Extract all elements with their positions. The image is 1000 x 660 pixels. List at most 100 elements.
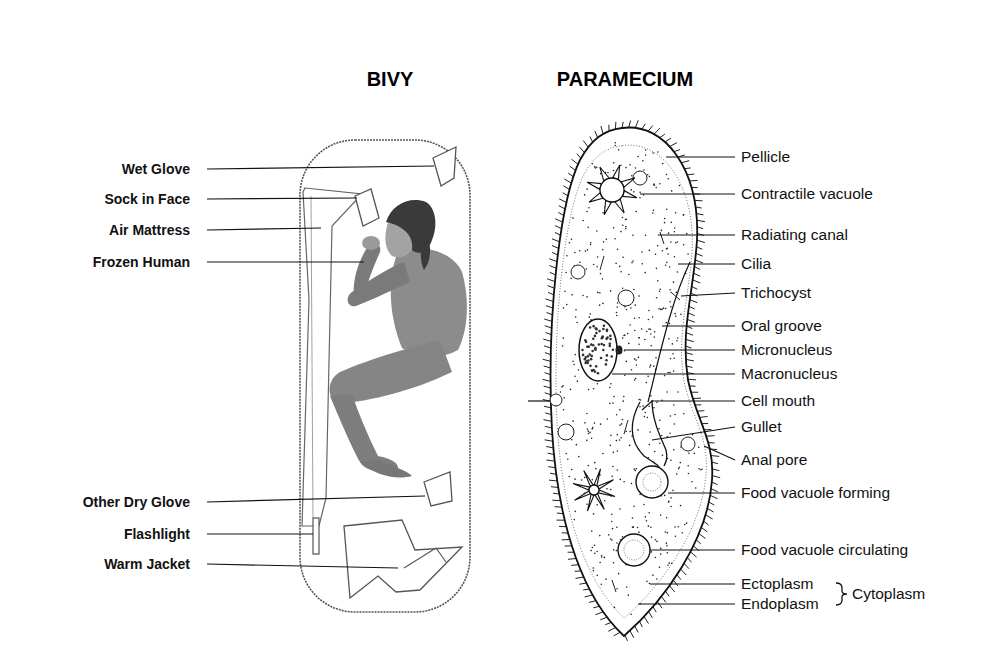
cilium xyxy=(712,476,720,478)
stipple-dot xyxy=(632,234,634,236)
stipple-dot xyxy=(659,420,661,422)
dry-glove xyxy=(424,472,452,506)
stipple-dot xyxy=(661,230,663,232)
cilium xyxy=(615,122,616,129)
stipple-dot xyxy=(572,360,574,362)
cilium xyxy=(557,520,565,521)
stipple-dot xyxy=(614,607,616,609)
stipple-dot xyxy=(592,163,594,165)
stipple-dot xyxy=(626,309,628,311)
chromatin-dot xyxy=(595,327,598,330)
stipple-dot xyxy=(639,406,641,408)
stipple-dot xyxy=(617,302,619,304)
stipple-dot xyxy=(638,399,640,401)
food-vacuole xyxy=(618,534,650,566)
cilium xyxy=(548,286,555,289)
stipple-dot xyxy=(565,453,567,455)
stipple-dot xyxy=(655,557,657,559)
cilium xyxy=(699,416,707,418)
stipple-dot xyxy=(589,313,591,315)
stipple-dot xyxy=(649,366,651,368)
stipple-dot xyxy=(635,167,637,169)
stipple-dot xyxy=(596,266,598,268)
stipple-dot xyxy=(661,308,663,310)
cilium xyxy=(699,534,706,539)
stipple-dot xyxy=(670,358,672,360)
stipple-dot xyxy=(668,501,670,503)
stipple-dot xyxy=(574,252,576,254)
chromatin-dot xyxy=(603,344,606,347)
sock xyxy=(355,189,379,226)
stipple-dot xyxy=(655,539,657,541)
cilium xyxy=(552,239,560,242)
stipple-dot xyxy=(630,613,632,615)
stipple-dot xyxy=(613,162,615,164)
stipple-dot xyxy=(648,328,650,330)
stipple-dot xyxy=(636,364,638,366)
stipple-dot xyxy=(660,514,662,516)
stipple-dot xyxy=(681,532,683,534)
stipple-dot xyxy=(561,386,563,388)
chromatin-dot xyxy=(592,337,595,340)
stipple-dot xyxy=(567,458,569,460)
stipple-dot xyxy=(677,337,679,339)
stipple-dot xyxy=(675,535,677,537)
pellicle-outline xyxy=(551,127,713,636)
cilium xyxy=(686,339,694,341)
stipple-dot xyxy=(653,209,655,211)
stipple-dot xyxy=(609,445,611,447)
stipple-dot xyxy=(630,307,632,309)
part-label: Trichocyst xyxy=(741,284,811,302)
stipple-dot xyxy=(572,420,574,422)
stipple-dot xyxy=(684,524,686,526)
stipple-dot xyxy=(668,232,670,234)
stipple-dot xyxy=(666,208,668,210)
cilium xyxy=(711,489,718,492)
chromatin-dot xyxy=(605,338,608,341)
stipple-dot xyxy=(578,369,580,371)
stipple-dot xyxy=(616,440,618,442)
stipple-dot xyxy=(597,383,599,385)
cilium xyxy=(697,247,703,249)
stipple-dot xyxy=(638,337,640,339)
panel-heading: BIVY xyxy=(367,68,414,91)
cilium xyxy=(568,558,576,560)
cilium xyxy=(710,495,718,498)
cilium xyxy=(608,627,615,631)
jacket-fold xyxy=(404,548,446,568)
cilium xyxy=(595,131,598,138)
stipple-dot xyxy=(632,260,634,262)
stipple-dot xyxy=(574,375,576,377)
cilium xyxy=(601,126,603,134)
cilium xyxy=(555,226,562,229)
stipple-dot xyxy=(617,249,619,251)
stipple-dot xyxy=(581,479,583,481)
stipple-dot xyxy=(650,364,652,366)
stipple-dot xyxy=(674,414,676,416)
stipple-dot xyxy=(646,520,648,522)
stipple-dot xyxy=(605,578,607,580)
cilium xyxy=(614,632,620,636)
cilium xyxy=(665,138,671,142)
stipple-dot xyxy=(659,291,661,293)
radiating-canal xyxy=(587,182,601,189)
stipple-dot xyxy=(576,322,578,324)
macronucleus xyxy=(579,319,617,381)
human-figure xyxy=(330,200,467,477)
cilium xyxy=(600,617,607,620)
stipple-dot xyxy=(665,322,667,324)
stipple-dot xyxy=(651,536,653,538)
cilium xyxy=(694,273,701,276)
stipple-dot xyxy=(611,513,613,515)
cilium xyxy=(543,420,551,422)
stipple-dot xyxy=(675,212,677,214)
chromatin-dot xyxy=(612,348,615,351)
stipple-dot xyxy=(677,241,679,243)
stipple-dot xyxy=(629,324,631,326)
stipple-dot xyxy=(597,256,599,258)
stipple-dot xyxy=(565,272,567,274)
stipple-dot xyxy=(648,405,650,407)
stipple-dot xyxy=(591,530,593,532)
stipple-dot xyxy=(646,581,648,583)
gullet xyxy=(632,402,660,470)
